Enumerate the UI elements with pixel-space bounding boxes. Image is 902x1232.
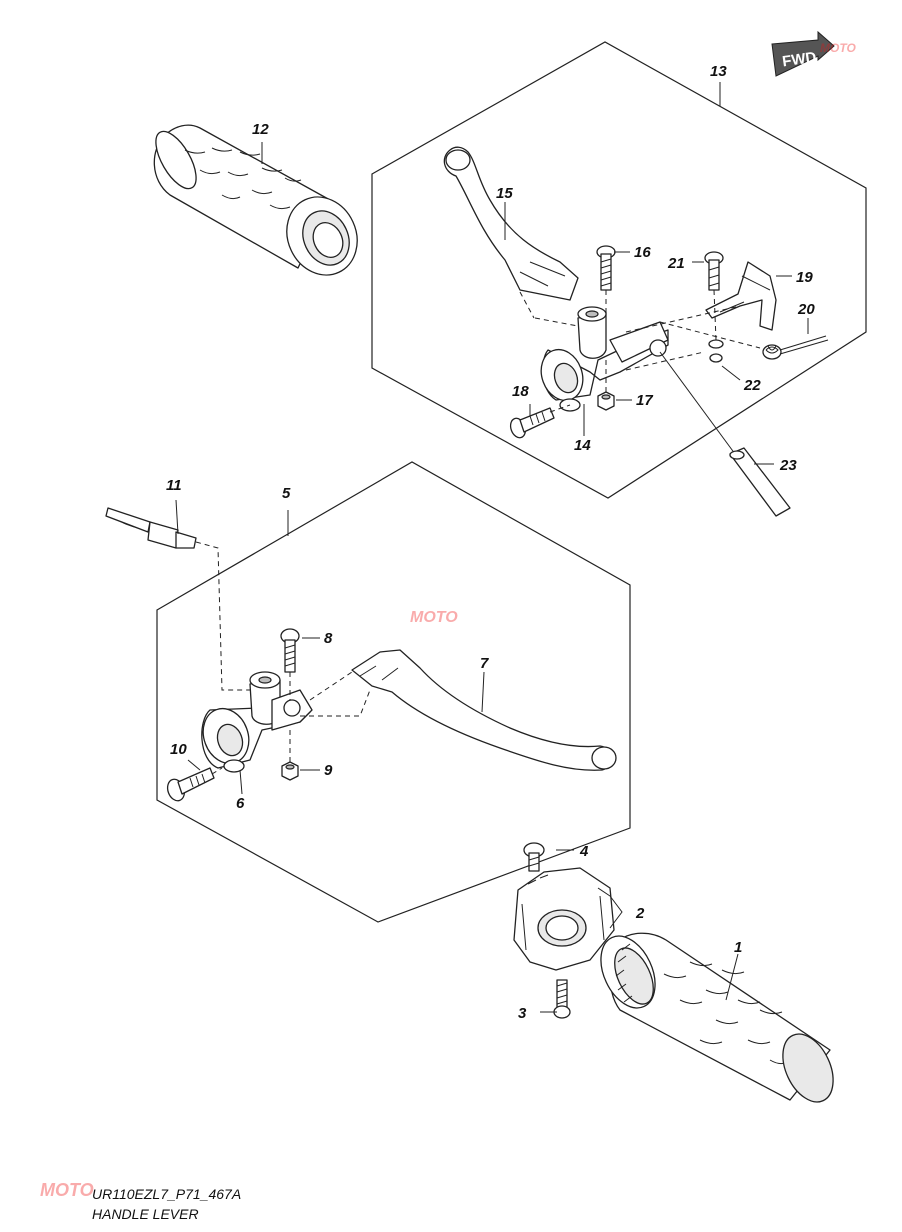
- left-grip: [153, 124, 358, 276]
- callout-3: 3: [518, 1005, 527, 1022]
- spring-20: [762, 335, 829, 360]
- callout-23: 23: [779, 457, 797, 474]
- diagram-footer: UR110EZL7_P71_467A HANDLE LEVER: [92, 1184, 241, 1224]
- nut-9: [281, 730, 299, 781]
- callout-16: 16: [634, 244, 651, 261]
- callout-21: 21: [667, 255, 685, 272]
- callout-5: 5: [282, 485, 291, 502]
- lock-bracket-19: [705, 261, 777, 331]
- callouts: 1 2 3 4 5 6 7 8 9 10 11 12 13 14 15 16 1…: [166, 63, 815, 1022]
- callout-15: 15: [496, 185, 513, 202]
- right-grip: [600, 932, 834, 1103]
- callout-8: 8: [324, 630, 333, 647]
- nut-17: [597, 391, 615, 411]
- callout-14: 14: [574, 437, 591, 454]
- callout-2: 2: [635, 905, 645, 922]
- watermark-top: MOTO: [820, 41, 856, 55]
- callout-11: 11: [166, 477, 182, 494]
- brake-lever-upper: [443, 146, 579, 301]
- fwd-label: FWD: [781, 49, 817, 71]
- bolt-8: [280, 628, 300, 700]
- callout-20: 20: [797, 301, 815, 318]
- callout-19: 19: [796, 269, 813, 286]
- clutch-lever-lower: [300, 649, 617, 771]
- watermark-center: MOTO: [410, 609, 458, 626]
- fwd-badge: FWD: [771, 30, 835, 77]
- lever-bracket-lower: [201, 671, 313, 773]
- assembly-frame-5: [156, 461, 631, 923]
- watermark-bottom: MOTO: [40, 1180, 94, 1200]
- callout-1: 1: [734, 939, 742, 956]
- throttle-housing-2: [513, 867, 615, 971]
- callout-9: 9: [324, 762, 333, 779]
- cable-23: [659, 351, 791, 517]
- diagram-title: HANDLE LEVER: [92, 1206, 199, 1222]
- alignment-lines-upper: [519, 289, 761, 413]
- assembly-frame-13: [371, 41, 867, 499]
- callout-18: 18: [512, 383, 529, 400]
- callout-13: 13: [710, 63, 727, 80]
- screw-21: [704, 251, 724, 291]
- watermark-logos: MOTO MOTO MOTO: [40, 41, 856, 1200]
- callout-12: 12: [252, 121, 269, 138]
- callout-4: 4: [579, 843, 589, 860]
- screw-4: [523, 842, 545, 872]
- screw-18: [509, 407, 555, 439]
- callout-22: 22: [743, 377, 761, 394]
- callout-6: 6: [236, 795, 245, 812]
- callout-17: 17: [636, 392, 653, 409]
- screw-10: [166, 767, 223, 802]
- callout-7: 7: [480, 655, 489, 672]
- callout-10: 10: [170, 741, 187, 758]
- bolt-16: [596, 245, 616, 291]
- leader-lines: [175, 82, 809, 1013]
- diagram-code: UR110EZL7_P71_467A: [92, 1186, 242, 1202]
- washer-22: [708, 339, 724, 363]
- switch-wire-11: [105, 507, 250, 691]
- screw-3: [553, 979, 571, 1019]
- lever-bracket-upper: [540, 306, 669, 412]
